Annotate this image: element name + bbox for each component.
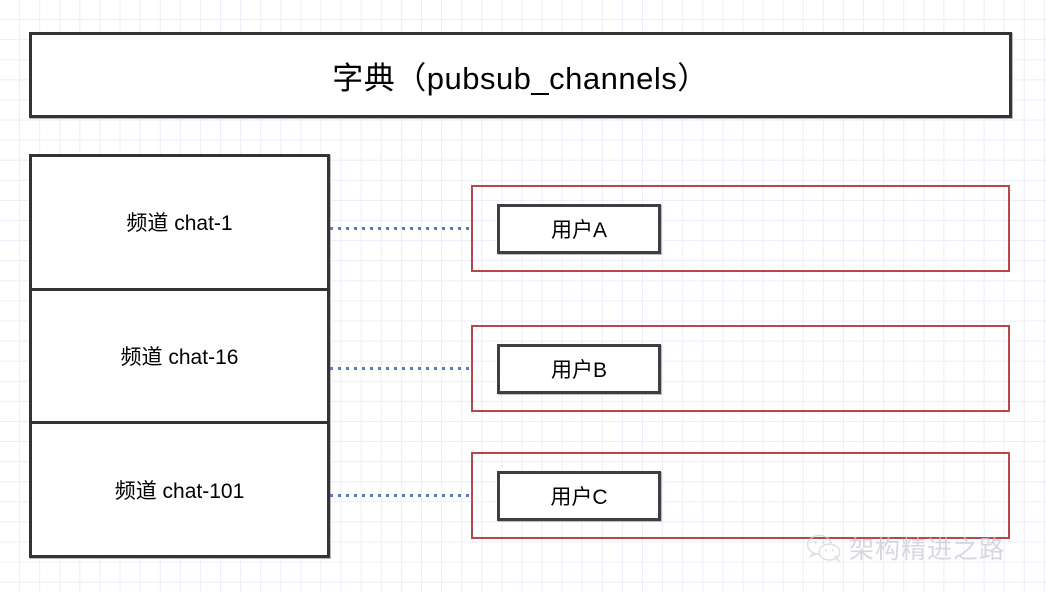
- subscriber-group-chat-101: 用户C: [471, 452, 1010, 539]
- user-label: 用户C: [550, 485, 608, 509]
- connector-chat-101-to-user-c: [330, 494, 471, 497]
- user-box-c: 用户C: [497, 470, 661, 521]
- subscriber-group-chat-1: 用户A: [471, 185, 1010, 272]
- channel-row-chat-16: 频道 chat-16: [32, 287, 327, 422]
- user-label: 用户B: [550, 358, 607, 382]
- channel-row-chat-1: 频道 chat-1: [32, 157, 327, 288]
- channel-label: 频道 chat-1: [126, 212, 233, 236]
- connector-chat-1-to-user-a: [330, 227, 471, 230]
- dictionary-title-label: 字典（pubsub_channels）: [332, 60, 709, 96]
- user-label: 用户A: [550, 218, 607, 242]
- user-box-a: 用户A: [497, 203, 661, 254]
- connector-chat-16-to-user-b: [330, 367, 471, 370]
- channel-row-chat-101: 频道 chat-101: [32, 421, 327, 555]
- subscriber-group-chat-16: 用户B: [471, 325, 1010, 412]
- dictionary-title-box: 字典（pubsub_channels）: [29, 32, 1012, 118]
- user-box-b: 用户B: [497, 343, 661, 394]
- channel-label: 频道 chat-101: [114, 479, 245, 503]
- channel-list-column: 频道 chat-1 频道 chat-16 频道 chat-101: [29, 154, 330, 558]
- channel-label: 频道 chat-16: [120, 346, 239, 369]
